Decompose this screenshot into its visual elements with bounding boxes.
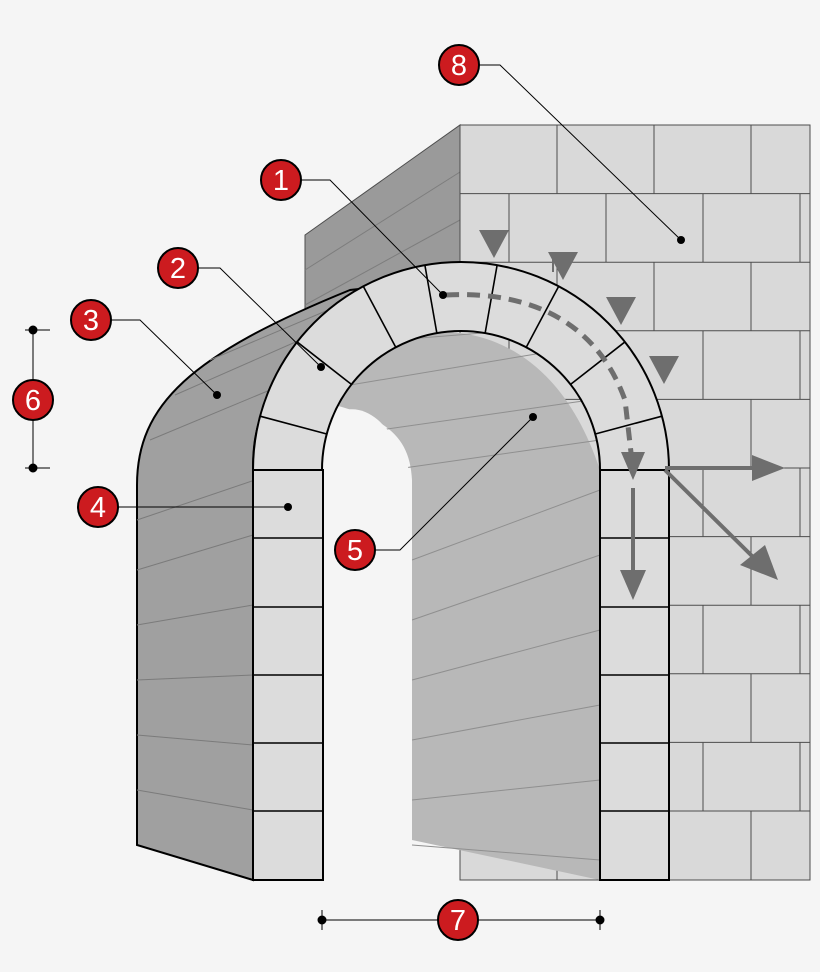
- pier-joints: [253, 537, 669, 812]
- wall-side-lines: [304, 171, 461, 306]
- force-arrows: [620, 455, 785, 600]
- callout-marker-3: 3: [70, 299, 112, 341]
- load-arrow: [649, 356, 679, 384]
- diagonal-force-arrowhead: [740, 545, 778, 580]
- callout-label: 3: [83, 305, 99, 337]
- load-arrows: [479, 230, 679, 384]
- callout-marker-8: 8: [438, 44, 480, 86]
- callout-marker-7: 7: [437, 899, 479, 941]
- callout-marker-6: 6: [12, 379, 54, 421]
- horizontal-force-arrowhead: [752, 455, 785, 481]
- load-arrow: [479, 230, 509, 258]
- callout-label: 8: [451, 50, 467, 82]
- callout-label: 7: [450, 905, 466, 937]
- leader-dots: [213, 236, 685, 511]
- down-force-arrowhead: [620, 570, 646, 600]
- intrados-lines: [349, 329, 601, 861]
- callout-marker-4: 4: [77, 486, 119, 528]
- load-arrow: [548, 252, 578, 280]
- voussoir-joints: [259, 265, 663, 435]
- load-arrow: [606, 297, 636, 325]
- callout-label: 1: [273, 165, 289, 197]
- callout-marker-5: 5: [334, 529, 376, 571]
- intrados-surface: [335, 331, 600, 881]
- callout-label: 5: [347, 535, 363, 567]
- thrust-line: [445, 292, 636, 471]
- arch-side-lines: [136, 304, 341, 811]
- callout-label: 6: [25, 385, 41, 417]
- callout-marker-2: 2: [157, 247, 199, 289]
- callout-marker-1: 1: [260, 159, 302, 201]
- voussoir-ring: [251, 261, 671, 471]
- leader-lines: [110, 64, 682, 551]
- arch-opening: [323, 409, 412, 880]
- span-dimension: [317, 910, 605, 930]
- rise-dimension: [25, 325, 50, 473]
- callout-label: 2: [170, 253, 186, 285]
- callout-label: 4: [90, 492, 106, 524]
- thrust-arrowhead: [621, 452, 645, 480]
- callout-markers: 1 2 3 4 5 6 7 8: [12, 44, 480, 941]
